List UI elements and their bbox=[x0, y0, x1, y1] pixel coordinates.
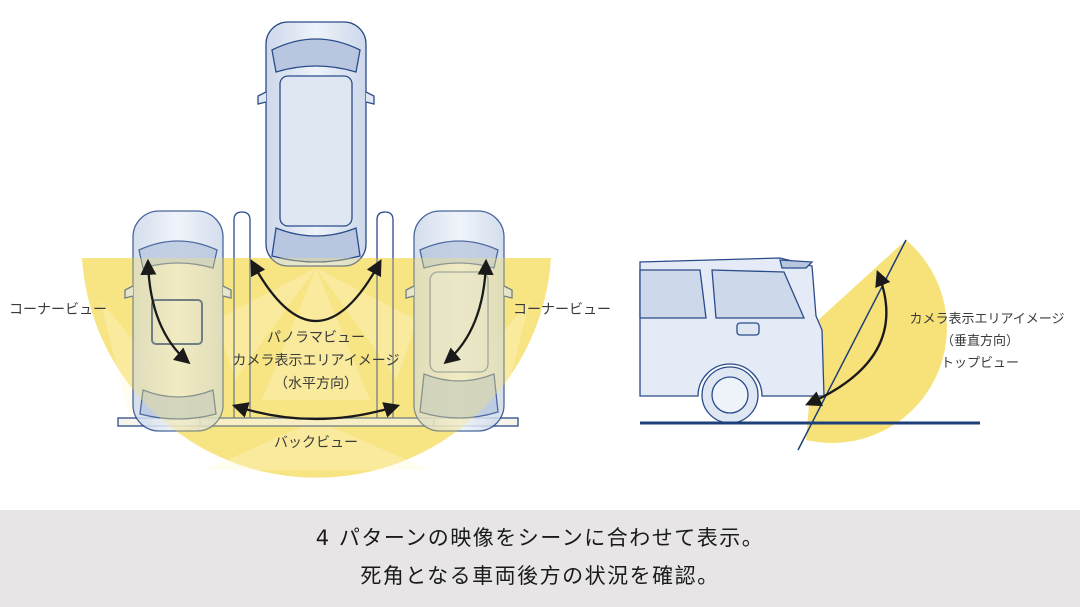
corner-view-left-label: コーナービュー bbox=[9, 302, 107, 318]
left-corner-arrow bbox=[140, 258, 191, 365]
camera-view-diagram: コーナービュー コーナービュー パノラマビュー カメラ表示エリアイメージ （水平… bbox=[9, 21, 1065, 478]
vertical-arrow bbox=[805, 270, 891, 407]
panorama-direction-label: （水平方向） bbox=[274, 376, 358, 392]
diagram-svg bbox=[82, 21, 980, 478]
top-view-label: トップビュー bbox=[940, 356, 1019, 371]
back-view-label: バックビュー bbox=[274, 435, 358, 451]
side-car bbox=[639, 257, 825, 424]
vertical-direction-label: （垂直方向） bbox=[940, 334, 1019, 349]
right-corner-arrow bbox=[443, 258, 494, 365]
back-view-arrow bbox=[231, 402, 401, 421]
panorama-title: パノラマビュー bbox=[267, 330, 365, 346]
view-arrows bbox=[140, 258, 494, 421]
panorama-arrow bbox=[250, 259, 382, 322]
vertical-camera-area bbox=[806, 240, 947, 443]
caption-line-2: 死角となる車両後方の状況を確認。 bbox=[360, 564, 720, 588]
camera-beams bbox=[100, 268, 530, 470]
center-car bbox=[257, 21, 375, 267]
panorama-area-label: カメラ表示エリアイメージ bbox=[232, 353, 400, 369]
corner-view-right-label: コーナービュー bbox=[513, 302, 611, 318]
caption-line-1: 4 パターンの映像をシーンに合わせて表示。 bbox=[315, 526, 765, 550]
vertical-area-label: カメラ表示エリアイメージ bbox=[909, 312, 1065, 327]
caption-banner: 4 パターンの映像をシーンに合わせて表示。 死角となる車両後方の状況を確認。 bbox=[0, 510, 1080, 607]
